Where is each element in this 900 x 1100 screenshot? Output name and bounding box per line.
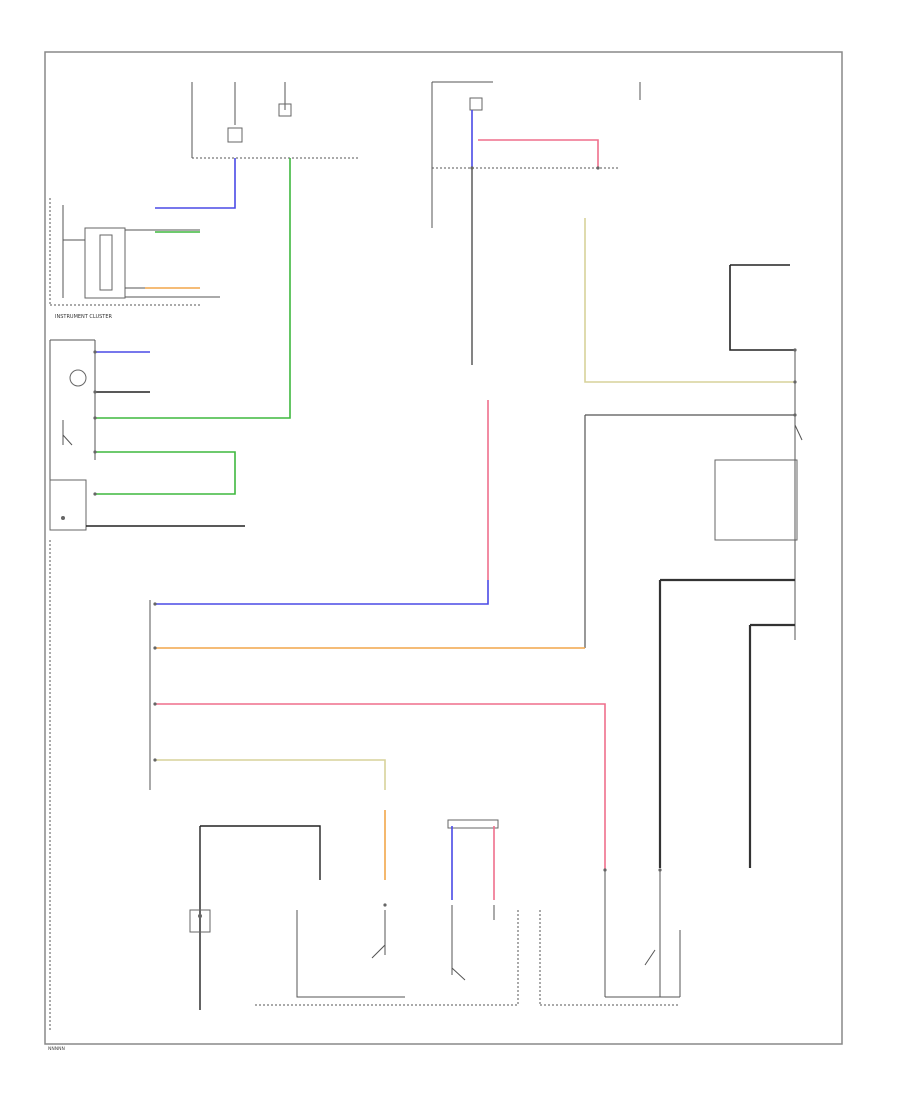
wire-blue-top-left [155, 158, 236, 209]
left-switch-block [49, 339, 96, 1030]
bottom-center-switch [296, 910, 405, 998]
wire-green-main [95, 158, 291, 419]
connector-pins [93, 166, 797, 907]
wire-pink-top-center [478, 139, 599, 168]
bottom-left-motor [189, 825, 321, 1010]
wire-blue-center-down [155, 580, 489, 605]
wire-pink-long [155, 703, 606, 870]
top-left-junction [191, 82, 360, 159]
instrument-cluster-label: INSTRUMENT CLUSTER [55, 314, 113, 320]
diagram-frame [44, 51, 843, 1045]
wire-green-loop [95, 451, 236, 495]
bottom-center-resistor [255, 819, 519, 1006]
right-relay-module [658, 350, 803, 868]
bottom-right-switch [539, 870, 681, 1006]
wire-yellow-long [155, 759, 386, 790]
wire-yellow-right [584, 218, 795, 383]
instrument-cluster-block: INSTRUMENT CLUSTER [49, 198, 220, 320]
footer-code: NNNNN [48, 1046, 65, 1052]
wire-dark-right-top [729, 265, 795, 351]
top-center-junction [431, 81, 641, 228]
